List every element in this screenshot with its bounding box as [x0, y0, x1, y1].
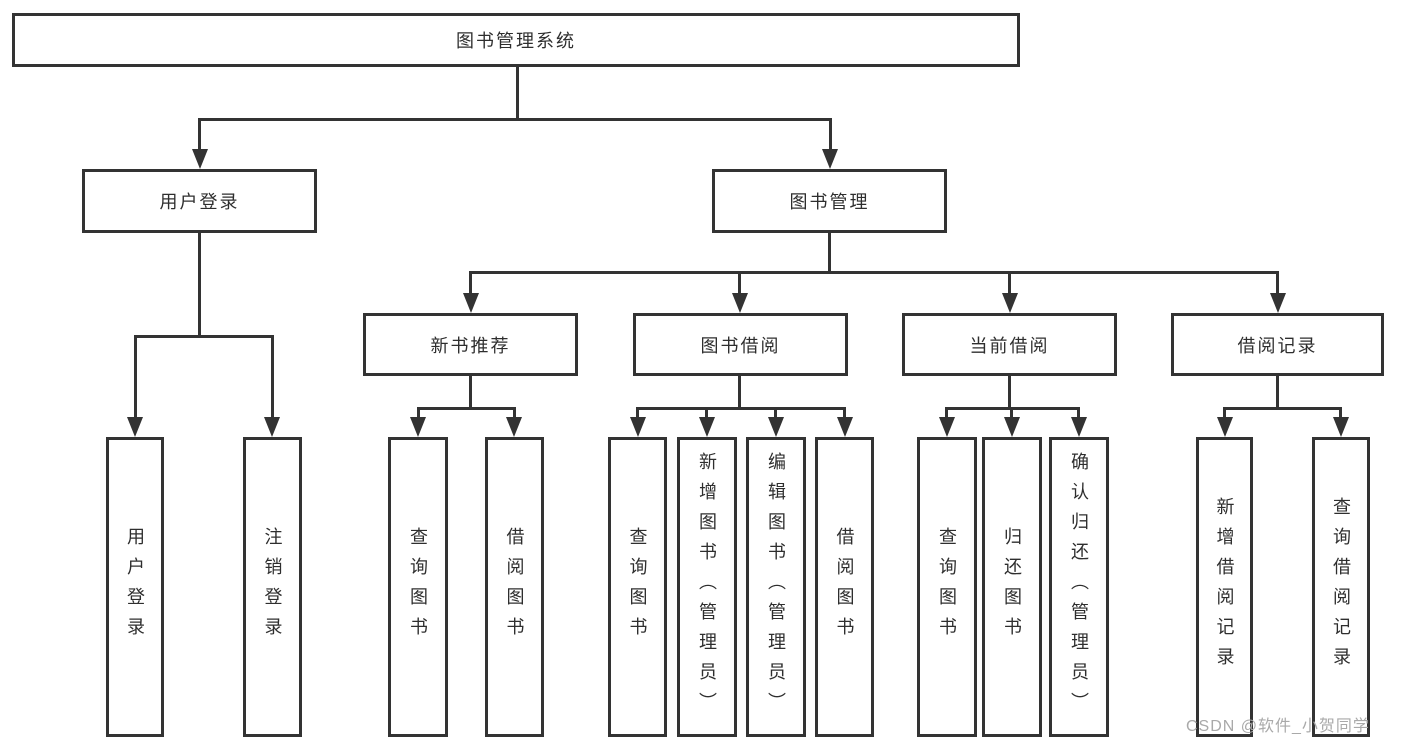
arrow-down-icon — [192, 149, 208, 169]
connector-shaft — [738, 271, 741, 296]
arrow-down-icon — [1333, 417, 1349, 437]
connector-shaft — [1010, 407, 1013, 420]
connector-book-management-drop — [828, 233, 831, 271]
arrow-down-icon — [1270, 293, 1286, 313]
arrow-down-icon — [1002, 293, 1018, 313]
connector-borrowing-drop — [738, 376, 741, 410]
connector-records-horizontal — [1223, 407, 1342, 410]
connector-shaft — [134, 335, 137, 420]
leaf-confirm-return-admin: 确认归还（管理员） — [1049, 437, 1109, 737]
arrow-down-icon — [939, 417, 955, 437]
arrow-down-icon — [630, 417, 646, 437]
leaf-borrow-books: 借阅图书 — [815, 437, 874, 737]
connector-book-management-horizontal — [469, 271, 1279, 274]
leaf-query-borrow-record: 查询借阅记录 — [1312, 437, 1370, 737]
node-book-borrowing: 图书借阅 — [633, 313, 848, 376]
arrow-down-icon — [264, 417, 280, 437]
arrow-down-icon — [732, 293, 748, 313]
arrow-down-icon — [506, 417, 522, 437]
leaf-query-books-recommend: 查询图书 — [388, 437, 448, 737]
leaf-add-books-admin: 新增图书（管理员） — [677, 437, 737, 737]
connector-shaft — [198, 118, 201, 152]
connector-shaft — [417, 407, 420, 420]
arrow-down-icon — [699, 417, 715, 437]
leaf-query-books-current: 查询图书 — [917, 437, 977, 737]
connector-shaft — [843, 407, 846, 420]
connector-shaft — [1077, 407, 1080, 420]
connector-shaft — [469, 271, 472, 296]
connector-shaft — [1339, 407, 1342, 420]
connector-root-horizontal — [198, 118, 832, 121]
leaf-add-borrow-record: 新增借阅记录 — [1196, 437, 1253, 737]
leaf-return-books: 归还图书 — [982, 437, 1042, 737]
node-library-management-system: 图书管理系统 — [12, 13, 1020, 67]
leaf-logout: 注销登录 — [243, 437, 302, 737]
arrow-down-icon — [1004, 417, 1020, 437]
connector-records-drop — [1276, 376, 1279, 410]
connector-user-login-drop — [198, 233, 201, 338]
connector-shaft — [636, 407, 639, 420]
connector-shaft — [271, 335, 274, 420]
connector-shaft — [705, 407, 708, 420]
arrow-down-icon — [127, 417, 143, 437]
arrow-down-icon — [822, 149, 838, 169]
node-new-book-recommend: 新书推荐 — [363, 313, 578, 376]
arrow-down-icon — [1071, 417, 1087, 437]
leaf-query-books-borrowing: 查询图书 — [608, 437, 667, 737]
csdn-watermark: CSDN @软件_小贺同学 — [1186, 718, 1370, 735]
connector-shaft — [1276, 271, 1279, 296]
connector-shaft — [774, 407, 777, 420]
connector-shaft — [513, 407, 516, 420]
node-borrow-records: 借阅记录 — [1171, 313, 1384, 376]
connector-new-book-drop — [469, 376, 472, 410]
connector-new-book-horizontal — [417, 407, 516, 410]
arrow-down-icon — [410, 417, 426, 437]
connector-shaft — [1223, 407, 1226, 420]
connector-user-login-horizontal — [134, 335, 274, 338]
connector-borrowing-horizontal — [636, 407, 846, 410]
leaf-user-login: 用户登录 — [106, 437, 164, 737]
leaf-borrow-books-recommend: 借阅图书 — [485, 437, 544, 737]
connector-shaft — [829, 118, 832, 152]
arrow-down-icon — [463, 293, 479, 313]
node-user-login: 用户登录 — [82, 169, 317, 233]
connector-root-drop — [516, 67, 519, 118]
leaf-edit-books-admin: 编辑图书（管理员） — [746, 437, 806, 737]
connector-current-drop — [1008, 376, 1011, 410]
node-book-management: 图书管理 — [712, 169, 947, 233]
connector-shaft — [1008, 271, 1011, 296]
arrow-down-icon — [837, 417, 853, 437]
node-current-borrowing: 当前借阅 — [902, 313, 1117, 376]
arrow-down-icon — [768, 417, 784, 437]
connector-shaft — [945, 407, 948, 420]
arrow-down-icon — [1217, 417, 1233, 437]
